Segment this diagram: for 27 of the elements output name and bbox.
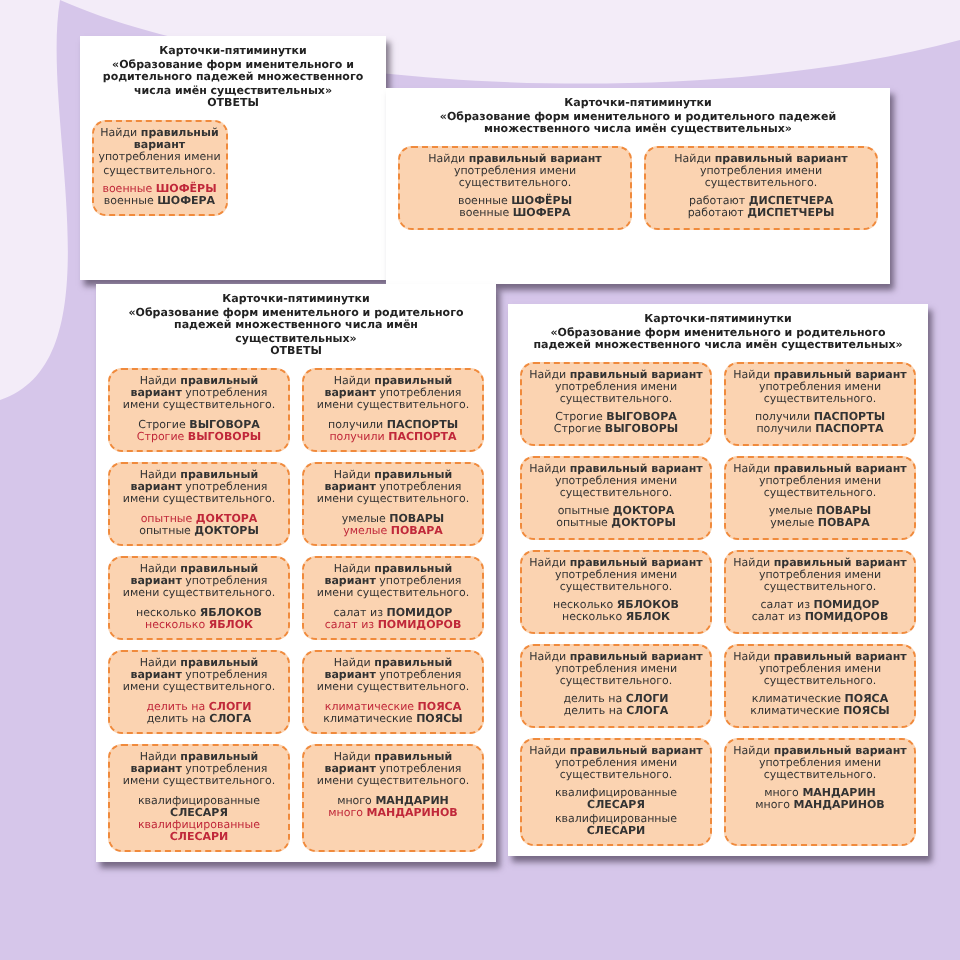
task-card [302,368,484,453]
task-card [302,650,484,735]
task-card [398,145,632,230]
task-card [302,744,484,853]
task-card [724,549,916,634]
task-card [108,462,290,547]
task-card [92,120,227,217]
task-card [108,556,290,641]
task-card [724,455,916,540]
task-card [724,643,916,728]
worksheet-page [96,284,496,863]
worksheet-page [386,88,890,284]
task-card [644,145,878,230]
task-card [520,643,712,728]
task-card [520,549,712,634]
task-card [302,462,484,547]
task-card [520,455,712,540]
task-card [108,650,290,735]
worksheet-page [508,304,928,856]
task-card [520,361,712,446]
task-card [108,744,290,853]
task-card [108,368,290,453]
task-card [302,556,484,641]
task-card [724,361,916,446]
task-card [724,737,916,846]
worksheet-page [80,36,386,280]
task-card [520,737,712,846]
